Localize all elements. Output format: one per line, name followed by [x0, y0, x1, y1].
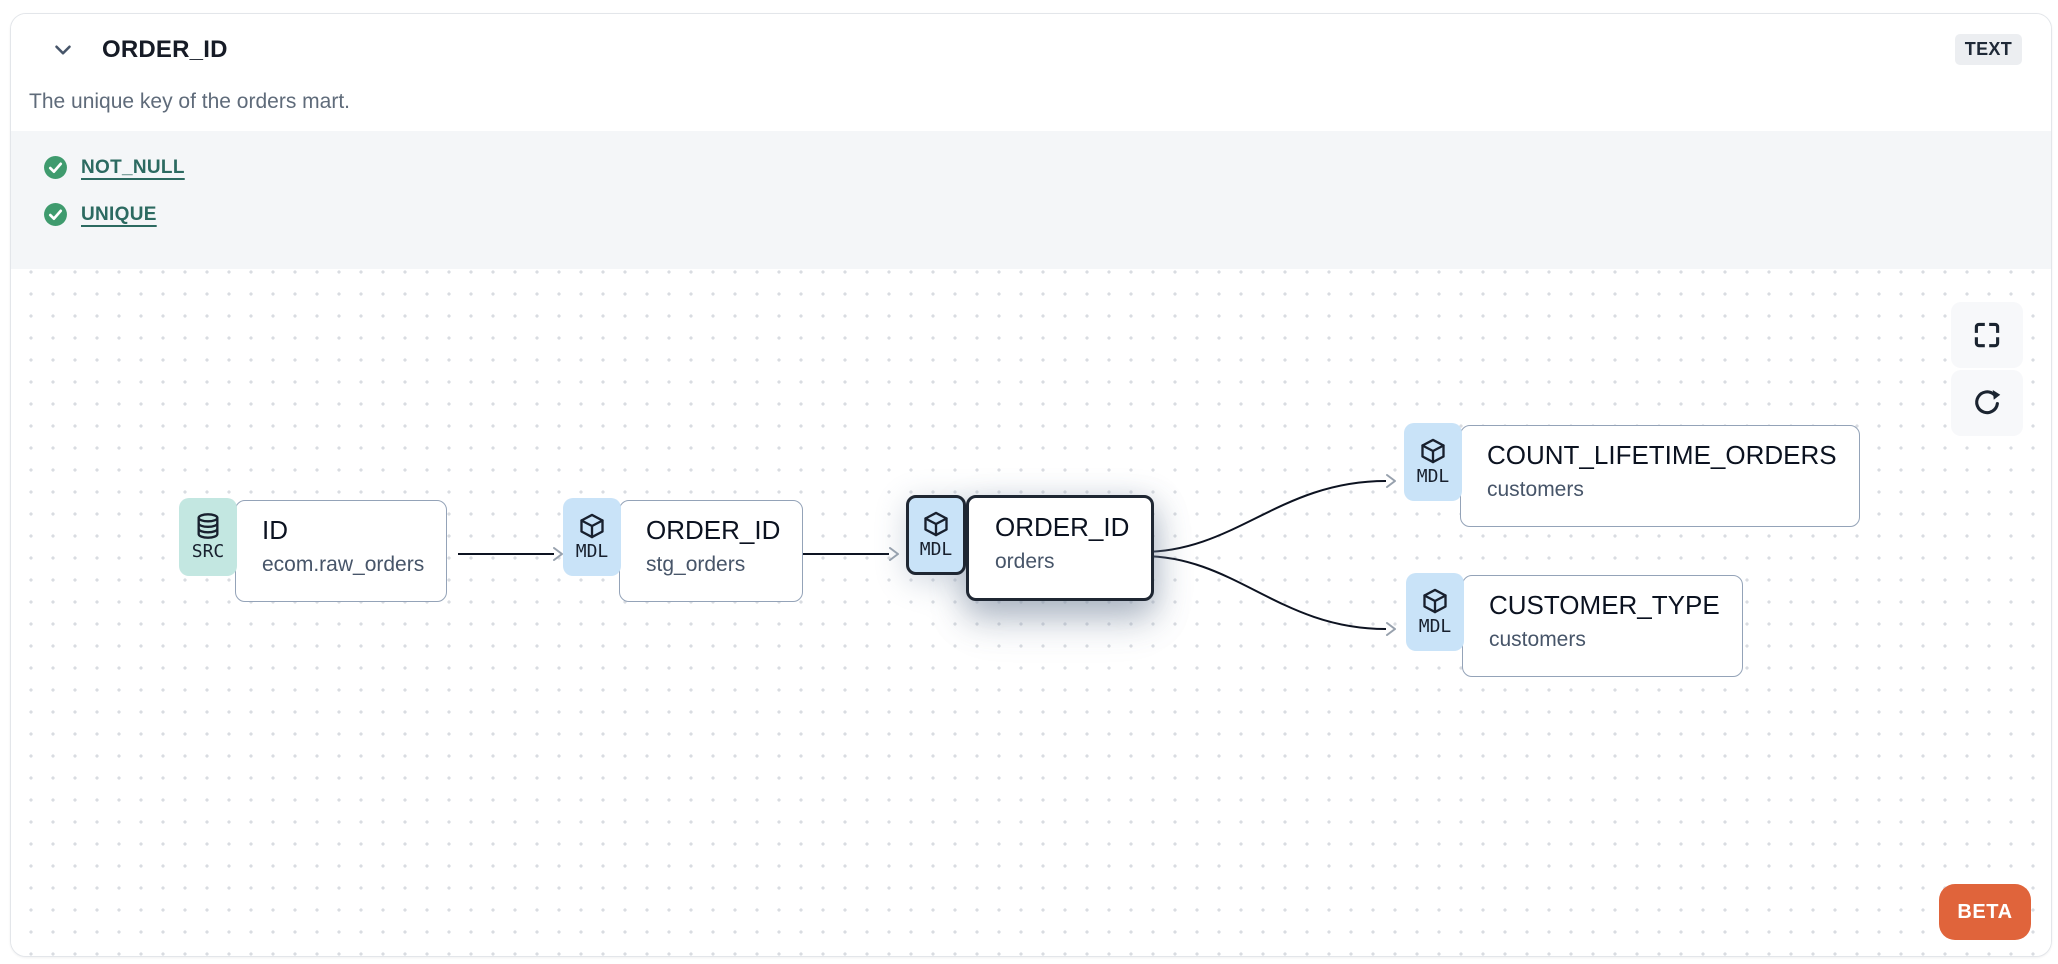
node-badge-label: MDL — [575, 541, 609, 562]
node-model-name: customers — [1489, 628, 1586, 651]
cube-icon — [924, 511, 948, 537]
node-column-name: ORDER_ID — [646, 515, 781, 545]
test-link-not-null[interactable]: NOT_NULL — [81, 156, 185, 178]
test-link-unique[interactable]: UNIQUE — [81, 203, 157, 225]
lineage-canvas[interactable]: ID ecom.raw_orders SRC ORDER_ID stg_orde… — [11, 269, 2051, 956]
tests-section: NOT_NULL UNIQUE — [11, 131, 2051, 269]
node-type-badge: MDL — [1404, 423, 1462, 501]
cube-icon — [580, 513, 604, 539]
refresh-button[interactable] — [1951, 370, 2023, 436]
fullscreen-button[interactable] — [1951, 302, 2023, 368]
node-type-badge: MDL — [1406, 573, 1464, 651]
node-column-name: COUNT_LIFETIME_ORDERS — [1487, 440, 1837, 470]
node-model-name: orders — [995, 550, 1055, 573]
node-badge-label: MDL — [1416, 466, 1450, 487]
beta-badge-button[interactable]: BETA — [1939, 884, 2031, 940]
column-details-panel: ORDER_ID TEXT The unique key of the orde… — [10, 13, 2052, 957]
column-description: The unique key of the orders mart. — [29, 90, 350, 113]
test-row: UNIQUE — [43, 202, 2051, 227]
check-circle-icon — [44, 203, 67, 226]
node-model-name: stg_orders — [646, 553, 746, 576]
database-icon — [197, 513, 219, 539]
test-row: NOT_NULL — [43, 155, 2051, 180]
chevron-down-icon — [55, 44, 71, 55]
column-type-badge: TEXT — [1954, 34, 2022, 65]
cube-icon — [1421, 438, 1445, 464]
node-column-name: ID — [262, 515, 288, 545]
node-model-name: customers — [1487, 478, 1584, 501]
cube-icon — [1423, 588, 1447, 614]
node-type-badge: MDL — [906, 495, 966, 575]
node-badge-label: MDL — [1418, 616, 1452, 637]
refresh-icon — [1975, 390, 2001, 415]
fullscreen-icon — [1974, 322, 2000, 348]
page-title: ORDER_ID — [102, 35, 228, 63]
check-circle-icon — [44, 156, 67, 179]
header: ORDER_ID TEXT The unique key of the orde… — [11, 14, 2051, 131]
node-type-badge: SRC — [179, 498, 237, 576]
node-column-name: CUSTOMER_TYPE — [1489, 590, 1720, 620]
lineage-edges — [458, 474, 1396, 636]
node-type-badge: MDL — [563, 498, 621, 576]
node-badge-label: SRC — [191, 541, 225, 562]
node-badge-label: MDL — [919, 539, 953, 560]
node-model-name: ecom.raw_orders — [262, 553, 425, 576]
node-column-name: ORDER_ID — [995, 512, 1130, 542]
collapse-button[interactable] — [48, 35, 78, 65]
